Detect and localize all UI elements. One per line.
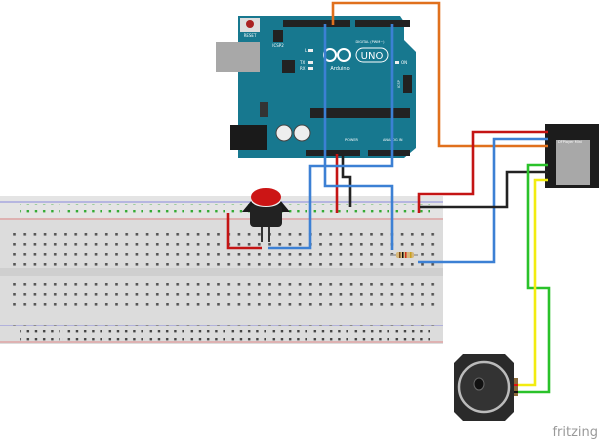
icsp-header [403, 75, 412, 93]
led-tx [308, 61, 313, 64]
wire-green-speaker[interactable] [513, 163, 551, 394]
microcontroller-chip [310, 108, 410, 118]
wire-orange[interactable] [331, 1, 548, 148]
usb-port [216, 42, 260, 72]
center-channel [0, 268, 443, 276]
led-rx-label: RX [300, 66, 306, 71]
wire-blue-dfplayer[interactable] [418, 137, 548, 264]
capacitor [275, 124, 293, 142]
top-power-rail [20, 204, 430, 218]
power-header [306, 150, 360, 156]
led-rx [308, 67, 313, 70]
wire-red-button[interactable] [226, 213, 262, 250]
icsp2-header [273, 30, 283, 42]
power-jack [230, 125, 267, 150]
push-button[interactable] [242, 188, 290, 242]
analog-header [368, 150, 410, 156]
speaker [454, 354, 518, 421]
power-label: POWER [345, 138, 359, 142]
fritzing-watermark: fritzing [552, 425, 598, 439]
voltage-regulator [260, 102, 268, 117]
wire-red-dfplayer[interactable] [417, 130, 548, 213]
dfplayer-label: DFPlayer Mini [558, 140, 582, 144]
breadboard [0, 196, 443, 344]
wires [226, 1, 551, 394]
uno-label: UNO [361, 51, 384, 62]
wire-yellow-speaker[interactable] [513, 178, 548, 387]
digital-header-left [283, 20, 350, 27]
arduino-brand: Arduino [330, 66, 349, 72]
icsp2-label: ICSP2 [272, 43, 284, 48]
reset-button-cap [246, 20, 254, 28]
usb-chip [282, 60, 295, 73]
arduino-uno: RESET ICSP2 DIGITAL (PWM~) L TX RX UNO A… [216, 16, 416, 158]
led-tx-label: TX [299, 60, 305, 65]
resistor [390, 252, 418, 258]
reset-label: RESET [244, 33, 257, 38]
wire-blue-arduino-button[interactable] [268, 24, 394, 250]
on-label: ON [401, 60, 407, 65]
led-l-label: L [305, 48, 308, 53]
wire-blue-arduino-resistor[interactable] [323, 24, 394, 250]
digital-header-right [355, 20, 410, 27]
dfplayer-mini: DFPlayer Mini [545, 124, 599, 188]
sd-card-slot [556, 140, 590, 185]
led-on [395, 61, 399, 64]
bottom-power-rail [20, 327, 430, 341]
digital-label: DIGITAL (PWM~) [355, 40, 385, 44]
capacitor [293, 124, 311, 142]
icsp-label: ICSP [397, 80, 401, 88]
led-l [308, 49, 313, 52]
